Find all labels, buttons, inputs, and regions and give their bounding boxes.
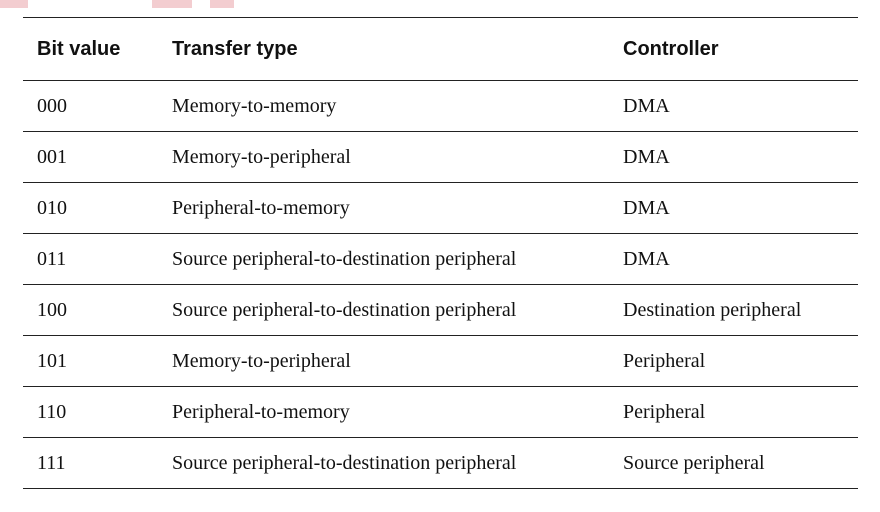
column-header-controller: Controller [623,17,858,81]
transfer-type-cell: Memory-to-peripheral [172,131,623,183]
transfer-type-cell: Memory-to-peripheral [172,335,623,387]
table-row: 111 Source peripheral-to-destination per… [23,437,858,489]
transfer-type-cell: Peripheral-to-memory [172,386,623,438]
decorative-header-stripe [0,0,28,8]
transfer-type-cell: Source peripheral-to-destination periphe… [172,233,623,285]
table-row: 101 Memory-to-peripheral Peripheral [23,335,858,387]
table-row: 010 Peripheral-to-memory DMA [23,182,858,234]
bit-value-cell: 101 [23,335,172,387]
column-header-transfer-type: Transfer type [172,17,623,81]
transfer-type-table: Bit value Transfer type Controller 000 M… [23,17,858,489]
transfer-type-cell: Peripheral-to-memory [172,182,623,234]
table-body: 000 Memory-to-memory DMA 001 Memory-to-p… [23,80,858,489]
table-row: 011 Source peripheral-to-destination per… [23,233,858,285]
controller-cell: DMA [623,233,858,285]
table-row: 110 Peripheral-to-memory Peripheral [23,386,858,438]
bit-value-cell: 111 [23,437,172,489]
controller-cell: Source peripheral [623,437,858,489]
table-row: 001 Memory-to-peripheral DMA [23,131,858,183]
table-row: 100 Source peripheral-to-destination per… [23,284,858,336]
table-row: 000 Memory-to-memory DMA [23,80,858,132]
decorative-header-stripe [210,0,234,8]
controller-cell: DMA [623,131,858,183]
bit-value-cell: 110 [23,386,172,438]
controller-cell: Peripheral [623,386,858,438]
controller-cell: Peripheral [623,335,858,387]
column-header-bit-value: Bit value [23,17,172,81]
bit-value-cell: 001 [23,131,172,183]
decorative-header-stripe [152,0,192,8]
transfer-type-cell: Memory-to-memory [172,80,623,132]
controller-cell: Destination peripheral [623,284,858,336]
table-header: Bit value Transfer type Controller [23,17,858,81]
transfer-type-cell: Source peripheral-to-destination periphe… [172,284,623,336]
bit-value-cell: 010 [23,182,172,234]
header-row: Bit value Transfer type Controller [23,17,858,81]
controller-cell: DMA [623,182,858,234]
bit-value-cell: 011 [23,233,172,285]
bit-value-cell: 100 [23,284,172,336]
controller-cell: DMA [623,80,858,132]
transfer-type-cell: Source peripheral-to-destination periphe… [172,437,623,489]
bit-value-cell: 000 [23,80,172,132]
